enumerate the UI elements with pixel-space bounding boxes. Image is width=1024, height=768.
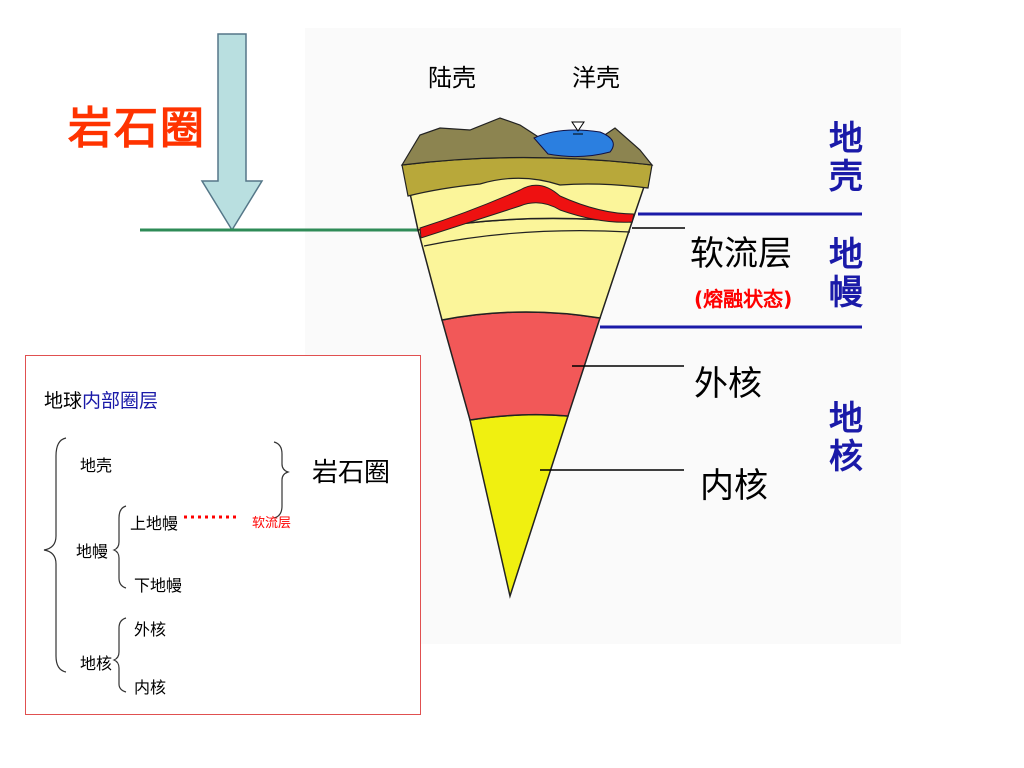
panel-title: 地球内部圈层: [44, 390, 159, 412]
sea-level-marker-icon: [571, 121, 585, 132]
magma-band: [419, 184, 635, 239]
mantle-layer: [417, 217, 634, 321]
inner-core-layer: [469, 413, 570, 599]
lithosphere-title: 岩石圈: [68, 103, 206, 154]
earth-layers-panel: 地球内部圈层 地壳 上地幔 软流层 地幔 下地幔 外核 地核 内核: [25, 355, 421, 715]
asthenosphere-curve: [423, 230, 631, 247]
panel-braces: [43, 437, 290, 693]
lithosphere-brace-icon: [273, 441, 290, 519]
panel-mantle: 地幔: [76, 542, 109, 561]
asthenosphere-label: 软流层: [690, 234, 792, 274]
inner-core-label: 内核: [700, 466, 768, 506]
outer-core-label: 外核: [694, 364, 762, 404]
continental-crust-top: [400, 117, 654, 166]
panel-core: 地核: [80, 654, 113, 673]
down-arrow-icon: [200, 33, 264, 232]
panel-lithosphere: 岩石圈: [312, 458, 391, 488]
panel-crust: 地壳: [80, 456, 113, 475]
panel-outer-core: 外核: [134, 620, 167, 639]
oceanic-crust-label: 洋壳: [572, 64, 620, 92]
core-vertical-label: 地核: [829, 399, 863, 477]
panel-upper-mantle: 上地幔: [130, 514, 179, 533]
continental-crust-label: 陆壳: [428, 64, 476, 92]
ocean: [533, 129, 614, 158]
mantle-brace-icon: [112, 505, 127, 589]
panel-lower-mantle: 下地幔: [134, 576, 183, 595]
main-brace-icon: [43, 437, 67, 673]
crust-vertical-label: 地壳: [829, 119, 863, 197]
mantle-vertical-label: 地幔: [829, 235, 863, 313]
molten-state-label: (熔融状态): [694, 287, 793, 311]
panel-inner-core: 内核: [134, 678, 167, 697]
panel-asthenosphere: 软流层: [252, 516, 292, 531]
core-brace-icon: [112, 617, 127, 693]
